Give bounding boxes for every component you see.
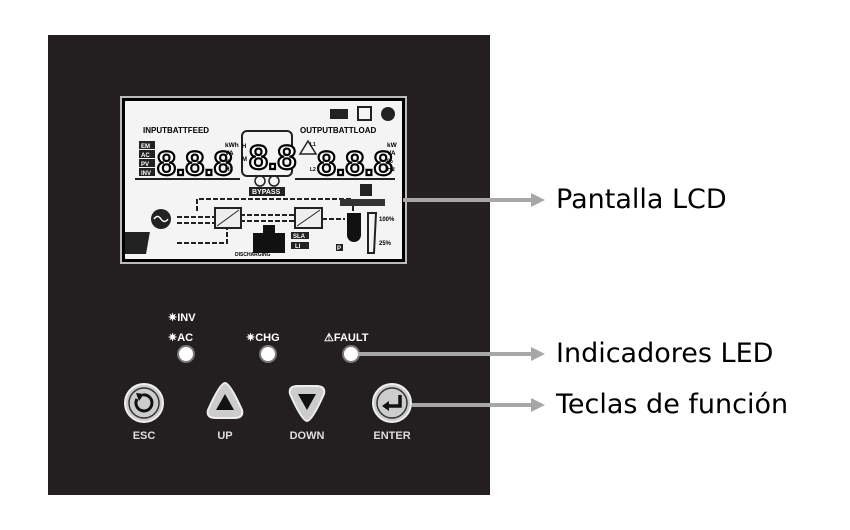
svg-text:Hz: Hz <box>225 166 234 173</box>
output-header: OUTPUTBATTLOAD <box>300 126 377 135</box>
arrow-head <box>531 347 545 361</box>
sun-icon: ✷ <box>168 312 178 324</box>
svg-text:L1: L1 <box>310 142 316 148</box>
down-button[interactable] <box>286 382 328 424</box>
led-inv-ac <box>177 345 195 363</box>
svg-text:INV: INV <box>141 171 151 177</box>
svg-text:VA: VA <box>225 150 234 157</box>
led-chg <box>259 345 277 363</box>
sun-icon: ✷ <box>246 332 256 344</box>
lcd-display: INPUTBATTFEED OUTPUTBATTLOAD EM AC PV IN… <box>120 96 407 264</box>
led-label-fault: ⚠FAULT <box>324 332 369 344</box>
svg-text:%: % <box>387 158 393 165</box>
enter-label: ENTER <box>373 430 411 442</box>
svg-text:%: % <box>225 158 231 165</box>
wifi-icon <box>381 107 395 121</box>
svg-text:AC: AC <box>141 153 150 159</box>
svg-text:kWh: kWh <box>225 142 239 149</box>
esc-button[interactable] <box>123 382 165 424</box>
input-header: INPUTBATTFEED <box>143 126 209 135</box>
led-label-inv: ✷INV <box>168 312 196 324</box>
callout-lcd: Pantalla LCD <box>556 184 727 215</box>
input-units: kWh VA % Hz <box>225 142 239 173</box>
callout-keys: Teclas de función <box>556 389 789 420</box>
down-label: DOWN <box>289 430 325 442</box>
warning-icon: ⚠ <box>324 332 334 344</box>
callout-line-keys <box>412 403 533 407</box>
status-icon-2 <box>357 106 372 121</box>
svg-text:100%: 100% <box>379 217 395 223</box>
svg-text:kW: kW <box>387 142 398 149</box>
svg-text:Hz: Hz <box>387 166 396 173</box>
callout-led: Indicadores LED <box>556 338 774 369</box>
enter-icon <box>386 395 402 408</box>
svg-text:M: M <box>242 157 247 163</box>
callout-line-led <box>358 352 533 356</box>
center-digits: 8.8 <box>249 139 296 177</box>
svg-text:L2: L2 <box>310 167 316 173</box>
load-bulb-icon <box>347 213 361 242</box>
svg-text:LI: LI <box>295 244 301 250</box>
warning-icon <box>298 139 318 155</box>
svg-text:SLA: SLA <box>293 234 306 240</box>
triangle-down-icon <box>298 394 316 410</box>
enter-button[interactable] <box>371 382 413 424</box>
discharging-label: DISCHARGING <box>235 252 271 258</box>
output-digits: 8.8.8 <box>317 145 393 183</box>
led-label-ac: ✷AC <box>168 332 194 344</box>
load-level-bar <box>367 212 378 254</box>
svg-text:PV: PV <box>141 162 149 168</box>
status-icon-1 <box>330 109 348 119</box>
triangle-up-icon <box>216 394 234 410</box>
svg-text:EM: EM <box>141 144 150 150</box>
up-button[interactable] <box>204 380 246 422</box>
output-units: kW VA % Hz <box>387 142 398 173</box>
bypass-label: BYPASS <box>252 189 281 196</box>
svg-text:VA: VA <box>387 150 396 157</box>
solar-panel-icon <box>120 232 150 254</box>
callout-line-lcd <box>403 198 533 202</box>
sun-icon: ✷ <box>168 332 178 344</box>
arrow-head <box>531 398 545 412</box>
up-label: UP <box>217 430 233 442</box>
input-source-tags: EM AC PV INV <box>139 141 155 177</box>
battery-icon <box>253 233 285 253</box>
svg-text:P: P <box>337 246 341 252</box>
input-digits: 8.8.8 <box>157 145 233 183</box>
lcd-segments: INPUTBATTFEED OUTPUTBATTLOAD EM AC PV IN… <box>120 106 398 258</box>
arrow-head <box>531 193 545 207</box>
esc-label: ESC <box>132 430 156 442</box>
svg-text:25%: 25% <box>379 241 392 247</box>
svg-text:H: H <box>242 144 246 150</box>
led-label-chg: ✷CHG <box>246 332 280 344</box>
rotate-back-icon <box>134 393 154 413</box>
